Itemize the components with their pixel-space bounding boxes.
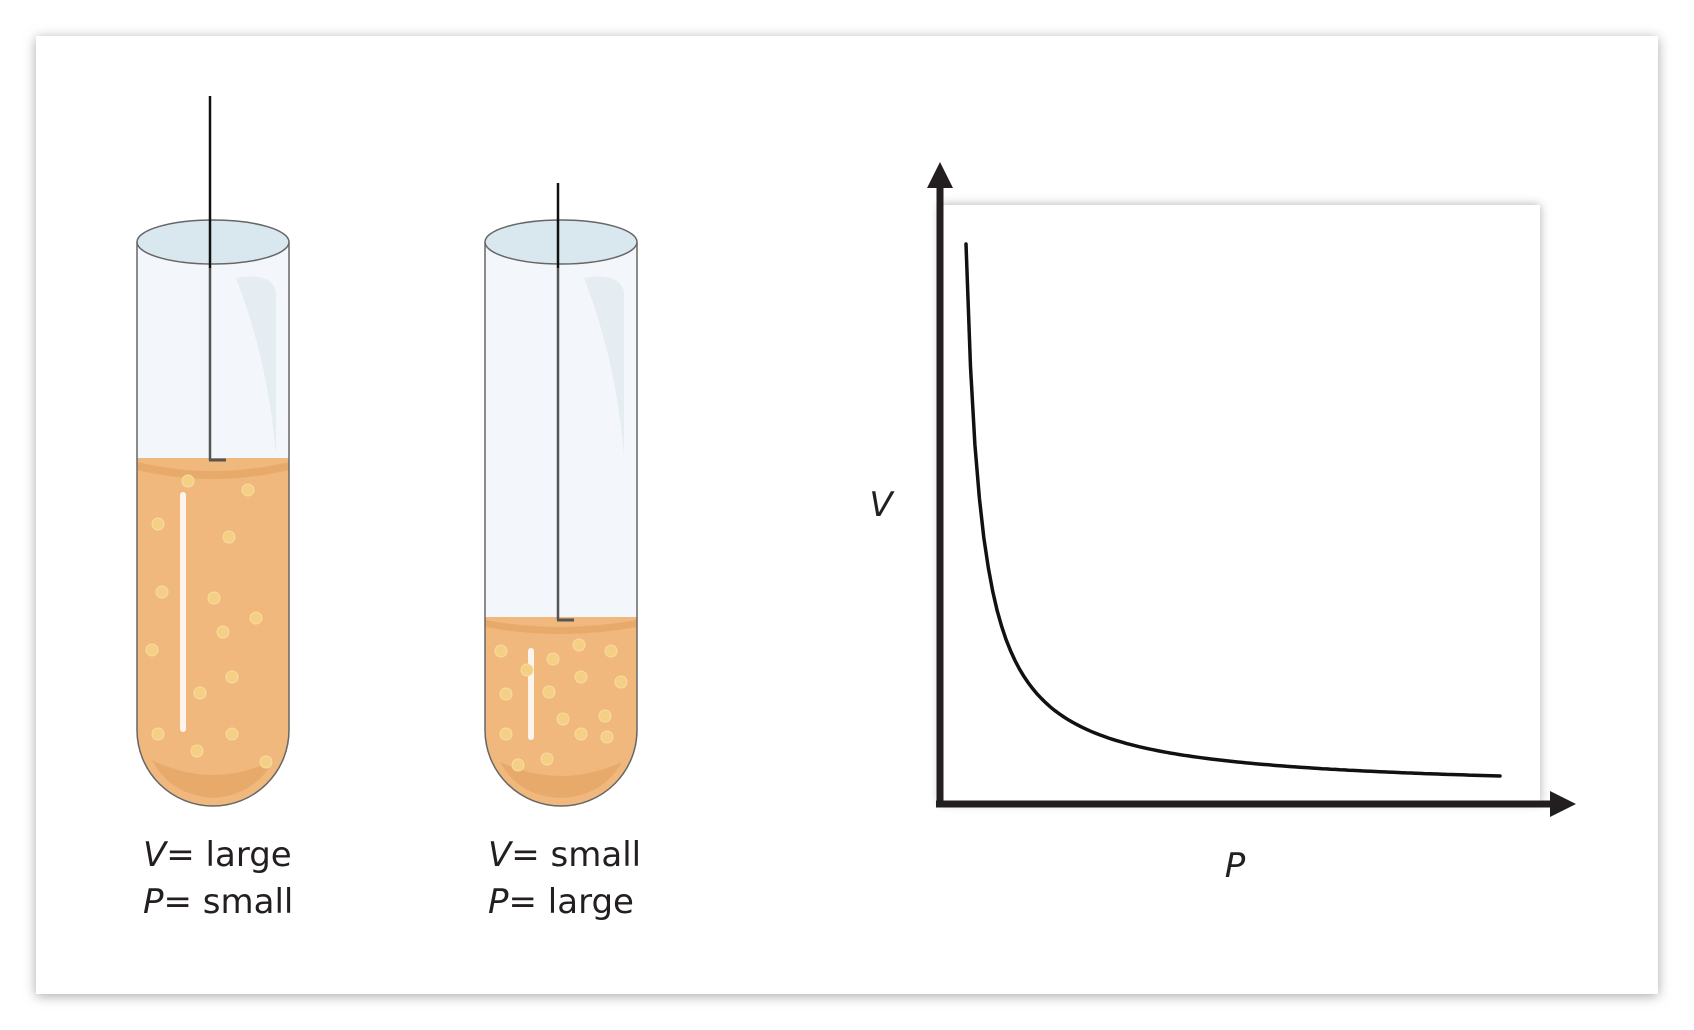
pv-curve: [964, 242, 1502, 778]
tube-left-labels: V= large P= small: [143, 835, 293, 922]
bubble: [216, 625, 230, 639]
test-tube-left: [136, 96, 290, 807]
bubble: [241, 483, 255, 497]
x-axis-label: P: [1225, 846, 1246, 886]
pressure-value: = small: [164, 882, 294, 922]
volume-symbol: V: [143, 835, 169, 875]
tube-right-outline: [484, 242, 638, 807]
bubble: [540, 752, 554, 766]
pressure-value: = large: [509, 882, 634, 922]
bubble: [225, 727, 239, 741]
bubble: [145, 643, 159, 657]
tube-right-reflection: [584, 276, 624, 455]
bubble: [259, 755, 273, 769]
tube-left-outline: [136, 242, 290, 807]
volume-symbol: V: [488, 835, 514, 875]
bubble: [572, 638, 586, 652]
bubble: [193, 686, 207, 700]
plot-area: [940, 205, 1540, 803]
bubble: [574, 727, 588, 741]
bubble: [520, 663, 534, 677]
tube-right-pressure-label: P= large: [488, 882, 634, 922]
tube-left-bubbles: [145, 474, 273, 769]
bubble: [499, 687, 513, 701]
bubble: [499, 727, 513, 741]
tube-left-reflection: [236, 276, 276, 455]
bubble: [494, 644, 508, 658]
bubble: [190, 744, 204, 758]
tube-right-bubbles: [494, 638, 628, 772]
tube-right-labels: V= small P= large: [488, 835, 641, 922]
bubble: [151, 517, 165, 531]
bubble: [542, 685, 556, 699]
bubble: [151, 727, 165, 741]
y-axis-arrow-icon: [927, 162, 953, 188]
pressure-symbol: P: [488, 882, 509, 922]
tube-right-liquid-surface: [485, 620, 637, 634]
tube-right-highlight: [528, 648, 534, 740]
tube-right-rim: [484, 219, 638, 265]
tube-left-rim: [136, 219, 290, 265]
tube-right-volume-label: V= small: [488, 835, 641, 875]
tube-left-volume-label: V= large: [143, 835, 292, 875]
bubble: [614, 675, 628, 689]
bubble: [556, 712, 570, 726]
bubble: [155, 585, 169, 599]
tube-left-liquid: [137, 458, 289, 806]
tube-left-bottom-shade: [152, 760, 274, 798]
volume-value: = large: [166, 835, 291, 875]
tube-left-pressure-label: P= small: [143, 882, 293, 922]
y-axis-label: V: [869, 485, 895, 525]
bubble: [574, 670, 588, 684]
bubble: [222, 530, 236, 544]
bubble: [181, 474, 195, 488]
bubble: [207, 591, 221, 605]
bubble: [225, 670, 239, 684]
bubble: [600, 730, 614, 744]
volume-value: = small: [511, 835, 641, 875]
test-tube-right: [484, 183, 638, 807]
pressure-symbol: P: [143, 882, 164, 922]
bubble: [604, 644, 618, 658]
pv-graph: V P: [869, 162, 1576, 886]
tube-left-highlight: [180, 492, 186, 732]
bubble: [249, 611, 263, 625]
bubble: [598, 709, 612, 723]
bubble: [546, 652, 560, 666]
x-axis-arrow-icon: [1550, 791, 1576, 817]
bubble: [511, 758, 525, 772]
tube-left-liquid-surface: [137, 462, 289, 479]
tube-right-bottom-shade: [500, 762, 622, 798]
